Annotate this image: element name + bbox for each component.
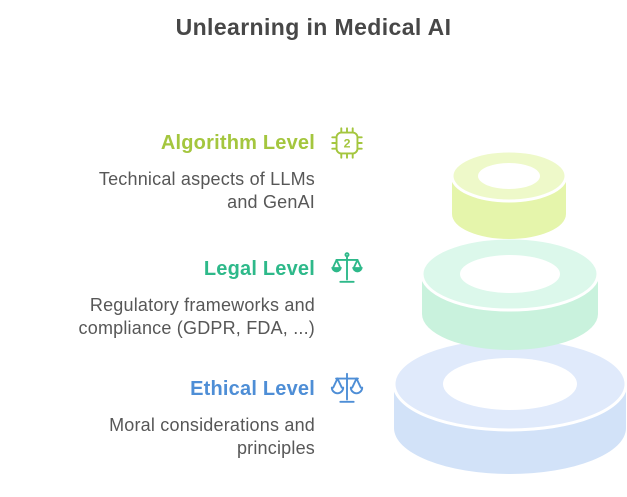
description-line: compliance (GDPR, FDA, ...) [78, 318, 315, 339]
level-algorithm: Algorithm Level 2 Technical aspects of L… [0, 124, 366, 215]
level-label: Legal Level [203, 257, 315, 280]
chip-icon: 2 [328, 124, 366, 162]
scales-icon [328, 370, 366, 408]
scales-icon [328, 250, 366, 288]
level-description: Technical aspects of LLMs and GenAI [0, 168, 366, 215]
description-line: Regulatory frameworks and [89, 295, 315, 315]
stacked-rings-graphic [392, 149, 627, 474]
level-algorithm-header: Algorithm Level 2 [0, 124, 366, 162]
description-line: principles [236, 438, 315, 459]
level-description: Regulatory frameworks and compliance (GD… [0, 294, 366, 341]
level-legal: Legal Level [0, 250, 366, 341]
ring-legal [420, 236, 600, 350]
description-line: Moral considerations and [109, 415, 315, 435]
level-label: Ethical Level [190, 377, 315, 400]
page-title: Unlearning in Medical AI [175, 14, 452, 40]
level-label: Algorithm Level [160, 131, 315, 154]
level-ethical: Ethical Level [0, 370, 366, 461]
level-ethical-header: Ethical Level [0, 370, 366, 408]
chip-number: 2 [344, 136, 351, 150]
ring-ethical [392, 336, 627, 474]
ring-algorithm [450, 149, 568, 239]
description-line: and GenAI [227, 192, 315, 213]
description-line: Technical aspects of LLMs [98, 169, 315, 189]
level-legal-header: Legal Level [0, 250, 366, 288]
level-description: Moral considerations and principles [0, 414, 366, 461]
